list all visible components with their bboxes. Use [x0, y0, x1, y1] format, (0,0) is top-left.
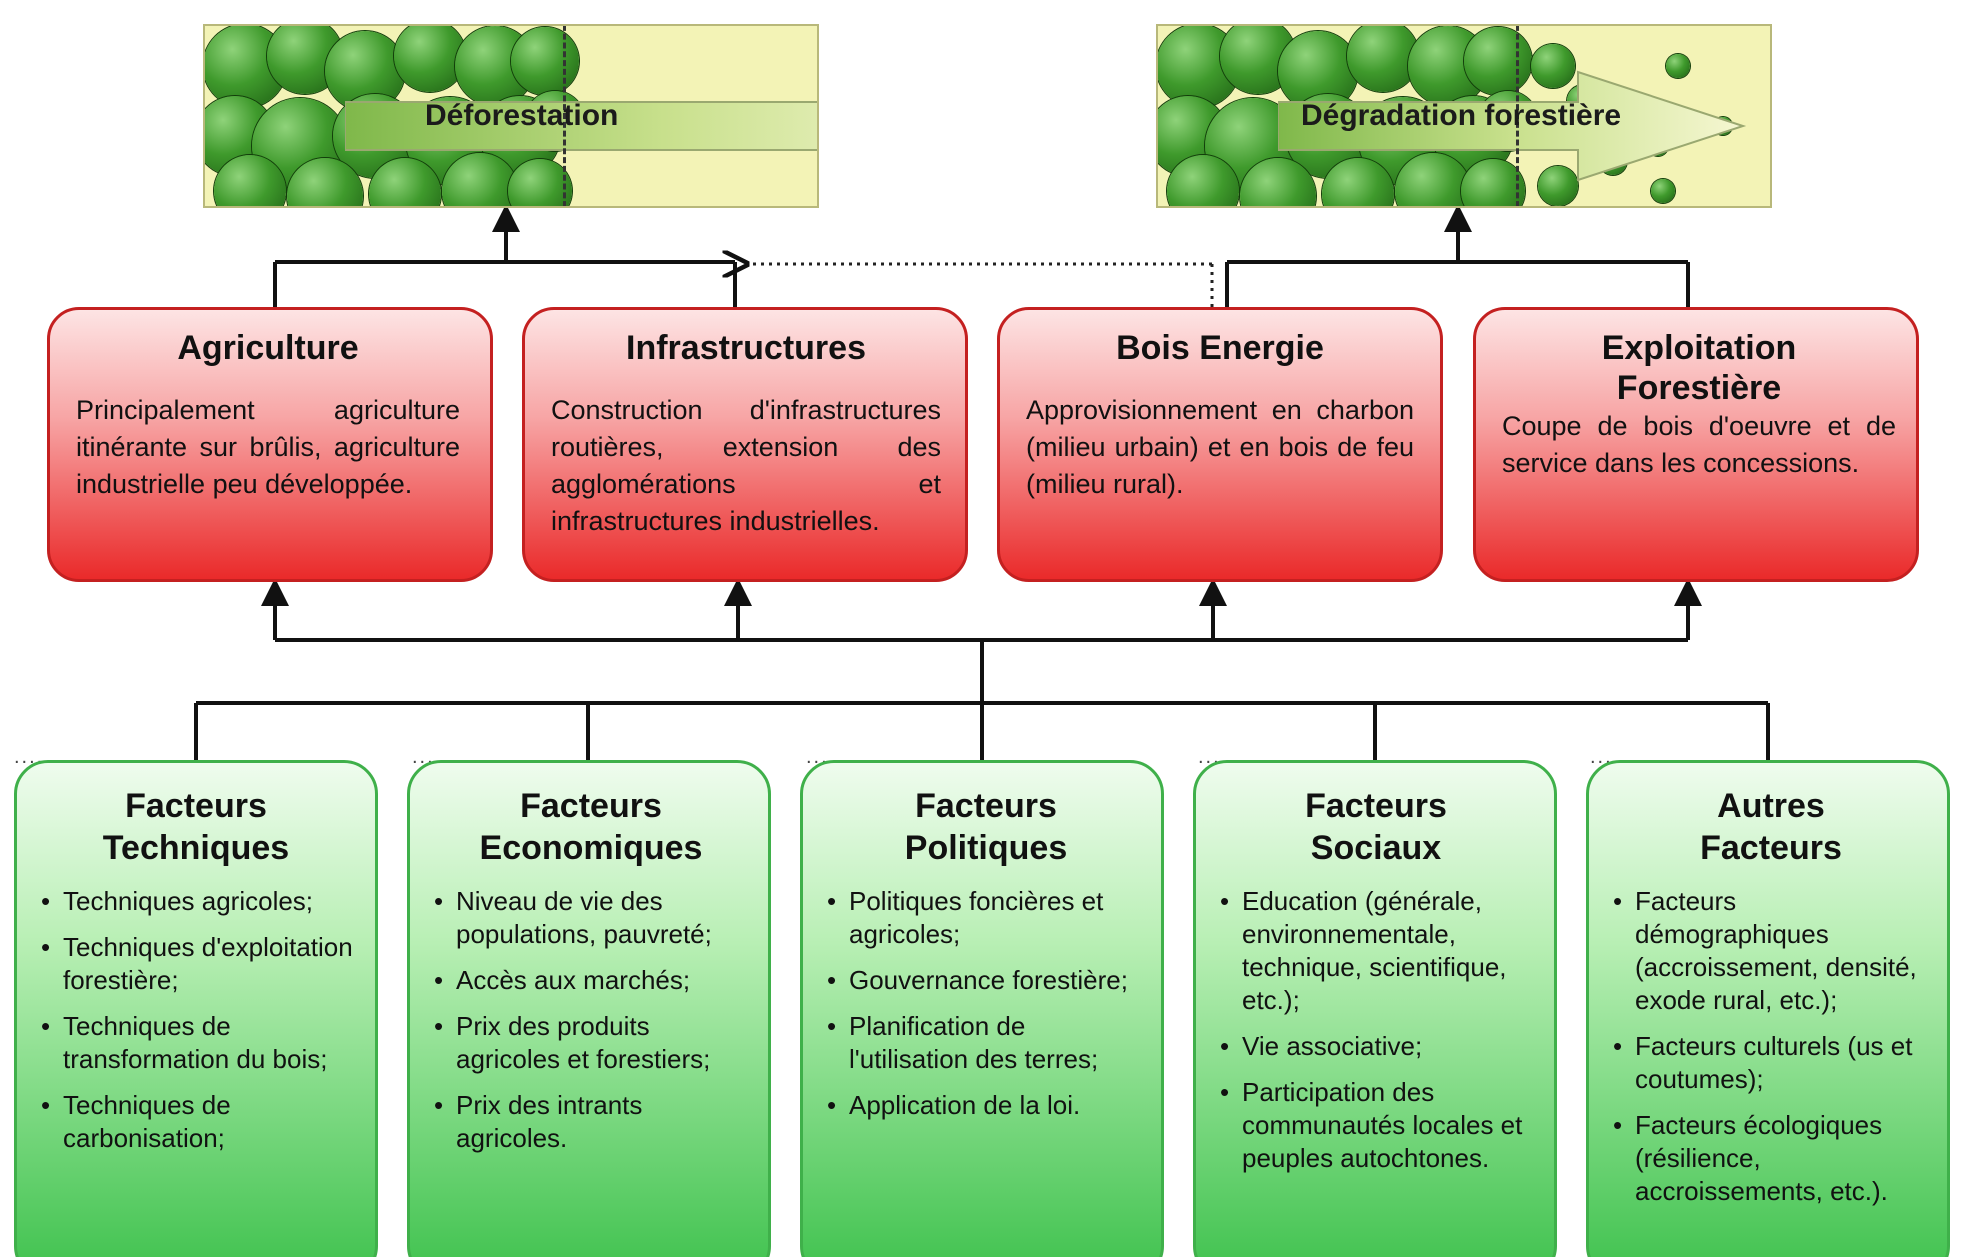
- tree-icon: [508, 159, 572, 206]
- tree-icon: [1531, 44, 1575, 88]
- factor-item: Techniques de carbonisation;: [37, 1089, 355, 1155]
- factor-item: Application de la loi.: [823, 1089, 1149, 1122]
- arrow-right-icon: [1278, 70, 1747, 182]
- factor-item: Facteurs culturels (us et coutumes);: [1609, 1030, 1933, 1096]
- driver-description: Construction d'infrastructures routières…: [551, 395, 941, 536]
- driver-title: Agriculture: [177, 329, 359, 367]
- factor-title: Autres Facteurs: [1700, 787, 1842, 867]
- factor-title: Facteurs Techniques: [102, 787, 290, 867]
- tree-icon: [394, 26, 466, 92]
- driver-title: Bois Energie: [1116, 329, 1324, 367]
- factor-title: Facteurs Sociaux: [1305, 787, 1447, 867]
- tree-icon: [442, 153, 518, 206]
- factor-list: Education (générale, environnementale, t…: [1216, 885, 1536, 1175]
- degradation-banner: Dégradation forestière: [1156, 24, 1772, 208]
- factor-item: Prix des produits agricoles et forestier…: [430, 1010, 752, 1076]
- tree-icon: [1538, 166, 1578, 206]
- tree-icon: [1167, 155, 1239, 206]
- factor-politiques: Facteurs Politiques Politiques foncières…: [800, 760, 1164, 1257]
- factor-item: Techniques de transformation du bois;: [37, 1010, 355, 1076]
- driver-description: Approvisionnement en charbon (milieu urb…: [1026, 395, 1414, 499]
- factor-item: Accès aux marchés;: [430, 964, 752, 997]
- factor-title: Facteurs Economiques: [479, 787, 703, 867]
- deforestation-label: Déforestation: [425, 99, 619, 132]
- tree-icon: [1461, 159, 1525, 206]
- factor-autres: Autres Facteurs Facteurs démographiques …: [1586, 760, 1950, 1257]
- factor-item: Planification de l'utilisation des terre…: [823, 1010, 1149, 1076]
- driver-description: Coupe de bois d'oeuvre et de service dan…: [1502, 411, 1896, 478]
- tree-icon: [214, 155, 286, 206]
- factor-list: Politiques foncières et agricoles; Gouve…: [823, 885, 1149, 1122]
- factor-item: Techniques agricoles;: [37, 885, 355, 918]
- factor-item: Participation des communautés locales et…: [1216, 1076, 1536, 1175]
- dotted-connector: [745, 264, 1214, 307]
- factor-item: Techniques d'exploitation forestière;: [37, 931, 355, 997]
- deforestation-banner: Déforestation: [203, 24, 819, 208]
- factor-item: Niveau de vie des populations, pauvreté;: [430, 885, 752, 951]
- factor-list: Techniques agricoles; Techniques d'explo…: [37, 885, 355, 1155]
- factor-sociaux: Facteurs Sociaux Education (générale, en…: [1193, 760, 1557, 1257]
- tree-icon: [1347, 26, 1419, 92]
- degradation-label: Dégradation forestière: [1301, 99, 1622, 132]
- arrow-right-icon: [345, 101, 817, 151]
- factor-list: Facteurs démographiques (accroissement, …: [1609, 885, 1933, 1208]
- driver-title: Infrastructures: [626, 329, 866, 367]
- tree-icon: [1666, 54, 1690, 78]
- factor-economiques: Facteurs Economiques Niveau de vie des p…: [407, 760, 771, 1257]
- factor-item: Facteurs écologiques (résilience, accroi…: [1609, 1109, 1933, 1208]
- factor-title: Facteurs Politiques: [904, 787, 1068, 867]
- factor-item: Education (générale, environnementale, t…: [1216, 885, 1536, 1017]
- factor-item: Prix des intrants agricoles.: [430, 1089, 752, 1155]
- tree-icon: [511, 27, 579, 95]
- factor-item: Vie associative;: [1216, 1030, 1536, 1063]
- factor-list: Niveau de vie des populations, pauvreté;…: [430, 885, 752, 1155]
- tree-icon: [1395, 153, 1471, 206]
- factor-item: Facteurs démographiques (accroissement, …: [1609, 885, 1933, 1017]
- factor-item: Politiques foncières et agricoles;: [823, 885, 1149, 951]
- tree-icon: [1464, 27, 1532, 95]
- driver-description: Principalement agriculture itinérante su…: [76, 395, 460, 499]
- factor-connectors: [194, 578, 1770, 760]
- driver-connectors: [273, 204, 1690, 307]
- factor-techniques: Facteurs Techniques Techniques agricoles…: [14, 760, 378, 1257]
- driver-title: Exploitation Forestière: [1601, 329, 1797, 407]
- driver-bois-energie: Bois Energie Approvisionnement en charbo…: [997, 307, 1443, 582]
- driver-agriculture: Agriculture Principalement agriculture i…: [47, 307, 493, 582]
- driver-infrastructures: Infrastructures Construction d'infrastru…: [522, 307, 968, 582]
- factor-item: Gouvernance forestière;: [823, 964, 1149, 997]
- tree-icon: [1651, 179, 1675, 203]
- driver-exploitation-forestiere: Exploitation Forestière Coupe de bois d'…: [1473, 307, 1919, 582]
